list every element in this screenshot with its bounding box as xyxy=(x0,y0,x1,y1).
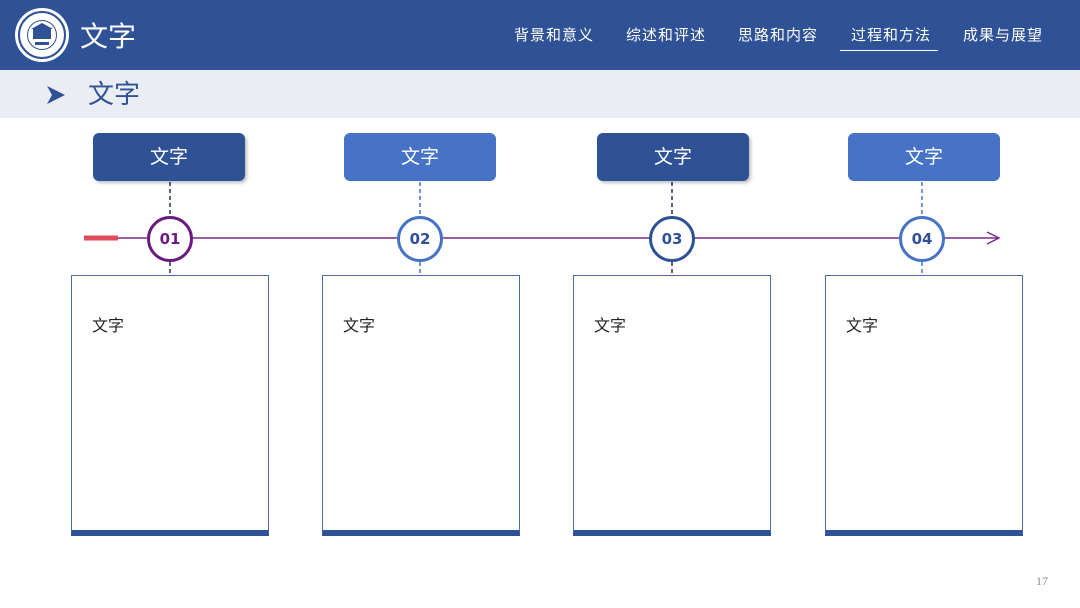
step-4-number: 04 xyxy=(899,216,945,262)
arrow-right-icon xyxy=(47,86,65,104)
step-1-card: 文字 xyxy=(71,275,269,536)
top-bar xyxy=(0,0,1080,70)
nav-active-underline xyxy=(840,50,938,51)
page-number: 17 xyxy=(1036,574,1048,588)
nav-item-process[interactable]: 过程和方法 xyxy=(851,26,932,44)
nav-item-results[interactable]: 成果与展望 xyxy=(963,26,1044,44)
step-1-title-box: 文字 xyxy=(93,133,245,181)
seal-building xyxy=(33,29,51,39)
header-title: 文字 xyxy=(80,20,137,53)
university-seal-icon xyxy=(15,8,69,62)
seal-roof xyxy=(31,23,53,29)
nav-item-approach[interactable]: 思路和内容 xyxy=(738,26,819,44)
step-2-title-box: 文字 xyxy=(344,133,496,181)
step-2-card: 文字 xyxy=(322,275,520,536)
step-3-card: 文字 xyxy=(573,275,771,536)
step-4-title-box: 文字 xyxy=(848,133,1000,181)
step-2-number: 02 xyxy=(397,216,443,262)
step-3-body: 文字 xyxy=(594,316,627,335)
step-1-body: 文字 xyxy=(92,316,125,335)
step-3-number: 03 xyxy=(649,216,695,262)
section-bar xyxy=(0,70,1080,118)
seal-ring xyxy=(18,11,66,59)
step-3-title-box: 文字 xyxy=(597,133,749,181)
nav-item-background[interactable]: 背景和意义 xyxy=(514,26,595,44)
timeline-arrow-icon xyxy=(986,231,1001,245)
step-1-number: 01 xyxy=(147,216,193,262)
seal-year-band xyxy=(35,42,49,45)
seal-inner-ring xyxy=(27,20,57,50)
step-4-body: 文字 xyxy=(846,316,879,335)
section-title: 文字 xyxy=(88,80,141,110)
nav-item-review[interactable]: 综述和评述 xyxy=(626,26,707,44)
step-2-body: 文字 xyxy=(343,316,376,335)
step-4-card: 文字 xyxy=(825,275,1023,536)
